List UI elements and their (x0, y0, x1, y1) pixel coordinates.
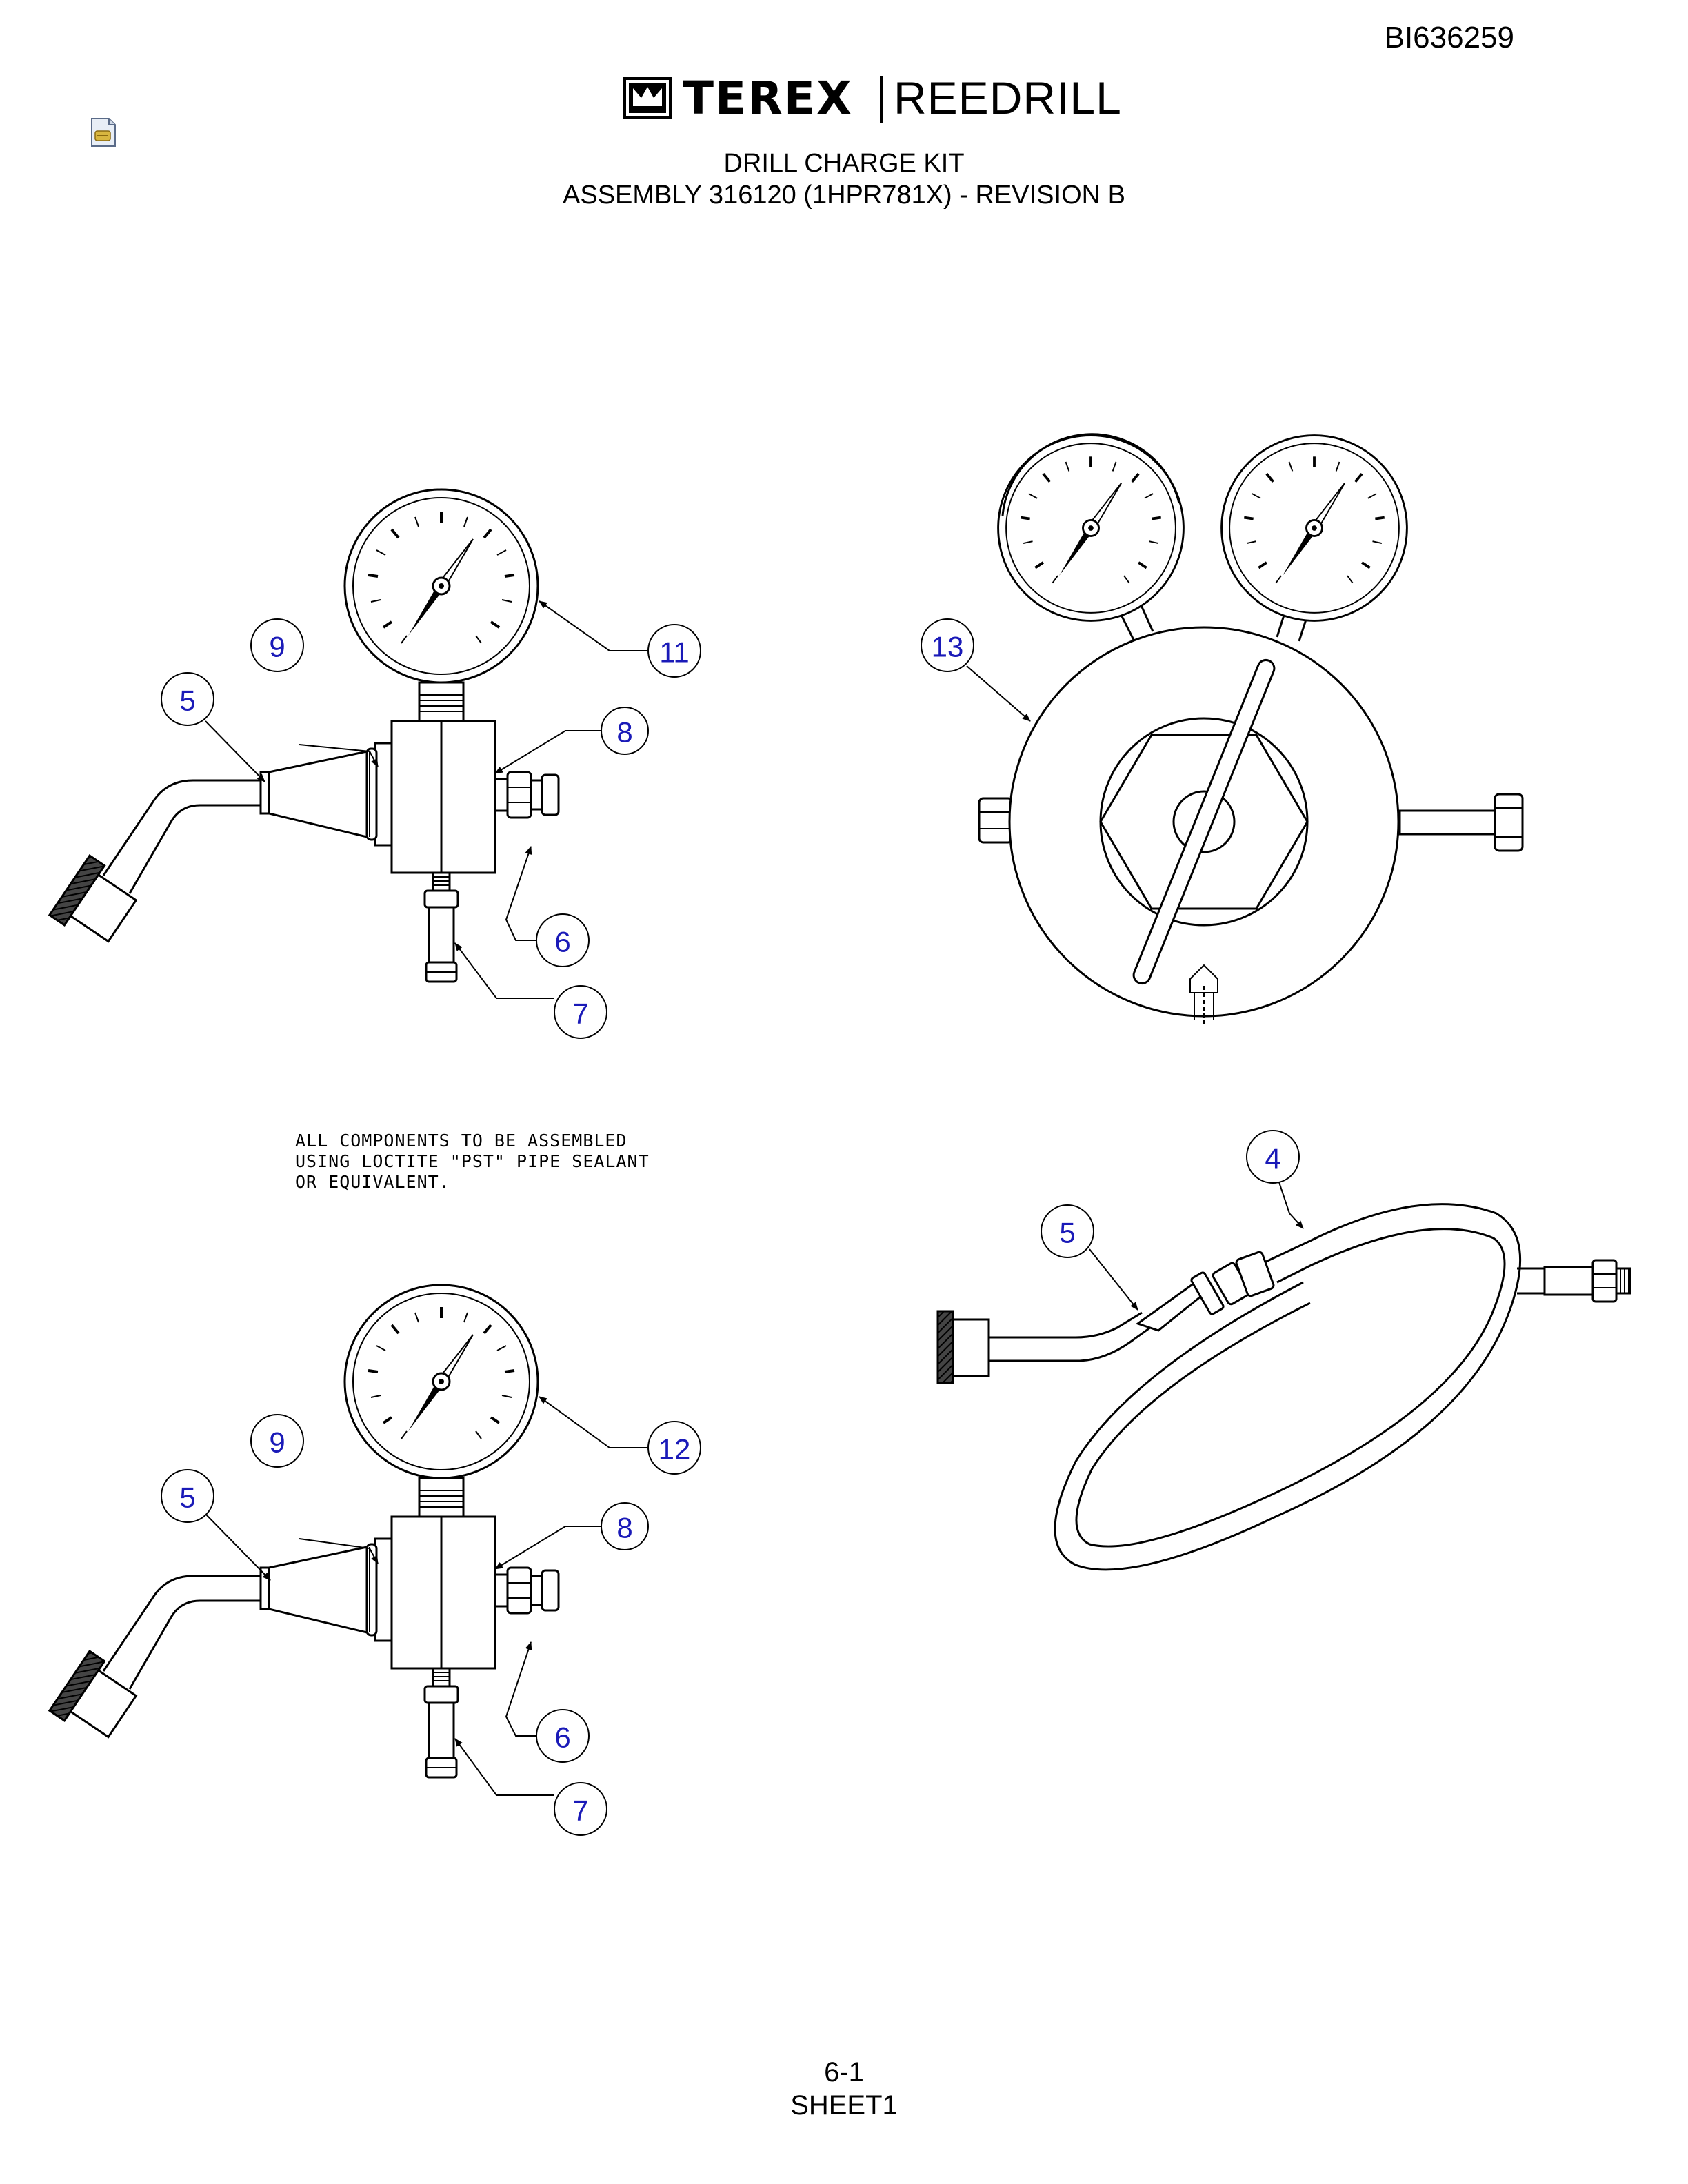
hose-assembly-drawing (936, 1203, 1631, 1571)
balloon-adapter-a: 9 (269, 631, 285, 663)
balloon-adapter-b: 9 (269, 1426, 285, 1459)
regulator-gauge-right-face (1220, 434, 1409, 623)
gauge-assembly-a-drawing (50, 489, 559, 982)
regulator-gauge-left (996, 433, 1185, 623)
balloon-chuck-b: 5 (179, 1482, 195, 1514)
balloon-fitting-b: 6 (554, 1721, 570, 1754)
document-number: BI636259 (1384, 21, 1514, 54)
regulator-gauge-right (1220, 434, 1409, 623)
note-line-3: OR EQUIVALENT. (295, 1172, 450, 1192)
gauge-assembly-b (50, 1285, 559, 1777)
brand-primary: TEREX (683, 72, 853, 125)
note-line-1: ALL COMPONENTS TO BE ASSEMBLED (295, 1131, 627, 1151)
page-footer: 6-1 SHEET1 (0, 2056, 1688, 2122)
balloon-hose-chuck: 5 (1059, 1217, 1075, 1249)
balloon-nipple-b: 7 (572, 1794, 588, 1827)
page-number: 6-1 (824, 2057, 864, 2087)
balloon-circles (161, 618, 1300, 1836)
sheet-label: SHEET1 (790, 2090, 898, 2121)
balloon-nipple-a: 7 (572, 998, 588, 1030)
gauge-assembly-b-drawing (50, 1285, 559, 1777)
drawing-title: DRILL CHARGE KIT ASSEMBLY 316120 (1HPR78… (0, 148, 1688, 211)
balloon-body-a: 8 (616, 716, 632, 749)
balloon-gauge-a: 11 (659, 636, 690, 669)
balloon-gauge-b: 12 (659, 1433, 691, 1466)
balloon-body-b: 8 (616, 1512, 632, 1544)
balloon-regulator: 13 (932, 631, 964, 663)
gauge-assembly-a (50, 489, 559, 982)
balloon-fitting-a: 6 (554, 926, 570, 958)
brand-divider (880, 76, 883, 123)
brand-logo: TEREX REEDRILL (0, 72, 1688, 130)
title-line-1: DRILL CHARGE KIT (723, 149, 965, 178)
balloon-chuck-a: 5 (179, 685, 195, 717)
leader-lines (205, 600, 1304, 1796)
regulator-drawing (978, 603, 1524, 1024)
brand-secondary: REEDRILL (894, 72, 1122, 123)
title-line-2: ASSEMBLY 316120 (1HPR781X) - REVISION B (563, 181, 1125, 210)
balloon-hose: 4 (1265, 1142, 1280, 1175)
note-line-2: USING LOCTITE "PST" PIPE SEALANT (295, 1151, 650, 1171)
document-icon[interactable] (90, 117, 117, 148)
terex-crown-icon (623, 77, 672, 119)
